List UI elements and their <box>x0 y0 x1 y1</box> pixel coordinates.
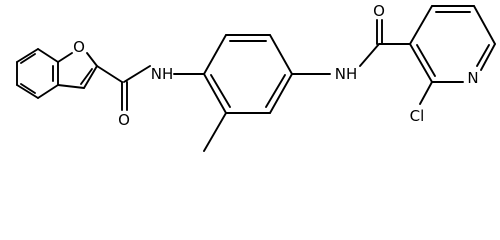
molecule-diagram: O O NH NH <box>16 2 496 152</box>
central-benzene-ring <box>173 34 331 152</box>
double-bond-inner <box>210 74 231 108</box>
atom-oxygen-furan: O <box>73 38 85 56</box>
bond <box>16 48 39 63</box>
bond <box>473 5 496 45</box>
double-bond-inner <box>20 83 36 94</box>
bond <box>269 34 293 75</box>
bond <box>203 73 227 114</box>
bond <box>83 65 98 89</box>
bond <box>37 48 59 63</box>
bond <box>203 34 227 75</box>
methyl-bond <box>203 112 227 152</box>
atom-nh-left: NH <box>151 65 174 83</box>
bond <box>37 84 59 99</box>
left-amide-group <box>96 65 151 111</box>
pyridine-ring <box>409 5 496 105</box>
double-bond-inner <box>476 44 490 67</box>
right-amide-group <box>359 19 411 67</box>
atom-chlorine: Cl <box>410 107 425 125</box>
bond <box>269 73 293 114</box>
bond <box>409 5 433 45</box>
atom-nitrogen-pyridine: N <box>467 69 478 87</box>
bond <box>57 84 85 89</box>
benzofuran-benzene-ring <box>16 48 59 99</box>
double-bond-inner <box>416 44 436 77</box>
atom-oxygen-amide-right: O <box>373 2 385 20</box>
bond-c-n <box>123 65 151 83</box>
atom-nh-right: NH <box>335 65 358 83</box>
double-bond-inner <box>265 74 286 108</box>
bond-o-c <box>86 52 98 67</box>
benzofuran-furan-ring <box>57 52 98 89</box>
bond <box>16 84 39 99</box>
bond-n-c <box>359 43 380 67</box>
bond-c-n <box>480 43 496 71</box>
structure-svg: O O NH NH <box>16 2 496 152</box>
atom-oxygen-amide-left: O <box>118 111 130 129</box>
bond <box>96 65 123 83</box>
bond-c-cl <box>419 81 433 105</box>
bond <box>409 43 433 83</box>
double-bond-inner <box>20 53 36 64</box>
double-bond-inner <box>80 68 93 85</box>
bond-c-o <box>57 52 73 63</box>
